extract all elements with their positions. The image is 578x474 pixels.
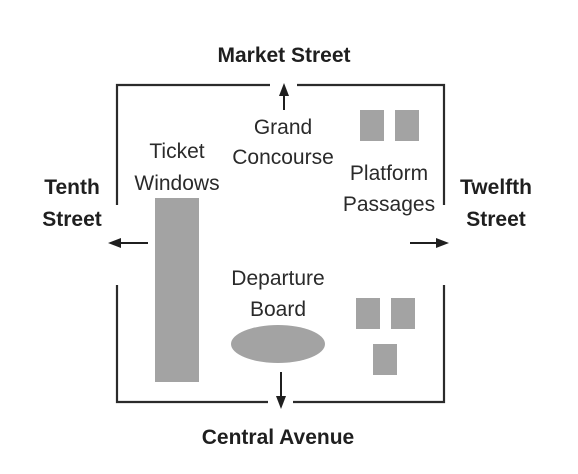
ticket-windows-block — [155, 198, 199, 382]
lower-block — [391, 298, 415, 329]
tenth-street-label-line2: Street — [42, 208, 102, 231]
east-exit-arrow — [410, 238, 449, 248]
ticket-windows-label-line2: Windows — [134, 172, 219, 195]
departure-board-label-line2: Board — [250, 298, 306, 321]
market-street-label: Market Street — [217, 44, 350, 67]
wall-bottom-right — [293, 285, 446, 404]
central-avenue-label: Central Avenue — [202, 426, 355, 449]
lower-block — [356, 298, 380, 329]
lower-right-blocks — [356, 298, 415, 375]
platform-passages-label-line1: Platform — [350, 162, 428, 185]
twelfth-street-label-line1: Twelfth — [460, 176, 532, 199]
platform-passages-group — [360, 110, 419, 141]
north-exit-arrow — [279, 83, 289, 110]
departure-board-shape — [231, 325, 325, 363]
twelfth-street-label-line2: Street — [466, 208, 526, 231]
grand-concourse-label-line2: Concourse — [232, 146, 334, 169]
platform-passage-block — [395, 110, 419, 141]
platform-passages-label-line2: Passages — [343, 193, 435, 216]
departure-board-label-line1: Departure — [231, 267, 324, 290]
platform-passage-block — [360, 110, 384, 141]
wall-bottom-left — [115, 285, 268, 404]
wall-top-right — [297, 83, 446, 205]
grand-concourse-label-line1: Grand — [254, 116, 312, 139]
lower-block — [373, 344, 397, 375]
west-exit-arrow — [108, 238, 148, 248]
wall-top-left — [115, 83, 270, 205]
building-walls — [115, 83, 446, 404]
ticket-windows-label-line1: Ticket — [149, 140, 204, 163]
tenth-street-label-line1: Tenth — [44, 176, 100, 199]
south-exit-arrow — [276, 372, 286, 409]
